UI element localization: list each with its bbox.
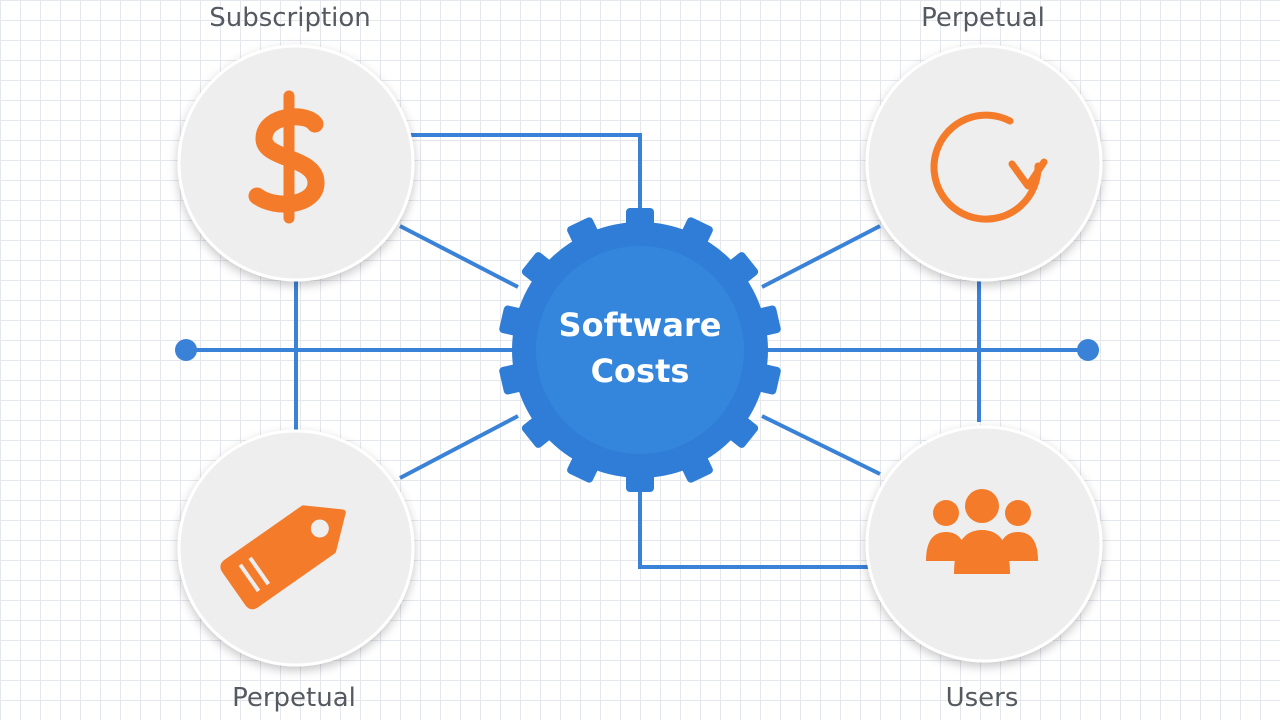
node-label-perpetual-bottom: Perpetual [232,683,356,713]
node-circle-top-right [865,44,1103,282]
node-label-users: Users [945,683,1019,713]
refresh-icon [930,111,1048,223]
hub-inner-disc [536,246,744,454]
connector-top-right-diagonal [761,224,881,289]
connector-top-left-diagonal [399,224,519,289]
axis-endpoint-right [1077,339,1099,361]
hub-label-line2: Costs [590,352,690,390]
connector-bottom-right-diagonal [761,414,881,476]
connector-bottom-left-diagonal [399,414,519,480]
connector-top-elbow [410,133,642,215]
dollar-icon [248,90,325,224]
users-icon [926,489,1038,574]
price-tag-icon [220,505,346,610]
axis-endpoint-left [175,339,197,361]
hub-gear [499,208,781,492]
node-label-perpetual-top: Perpetual [921,3,1045,33]
hub-label: Software Costs [559,302,722,394]
connector-bottom-elbow [638,488,868,569]
hub-label-line1: Software [558,306,722,344]
node-label-subscription: Subscription [209,3,371,33]
